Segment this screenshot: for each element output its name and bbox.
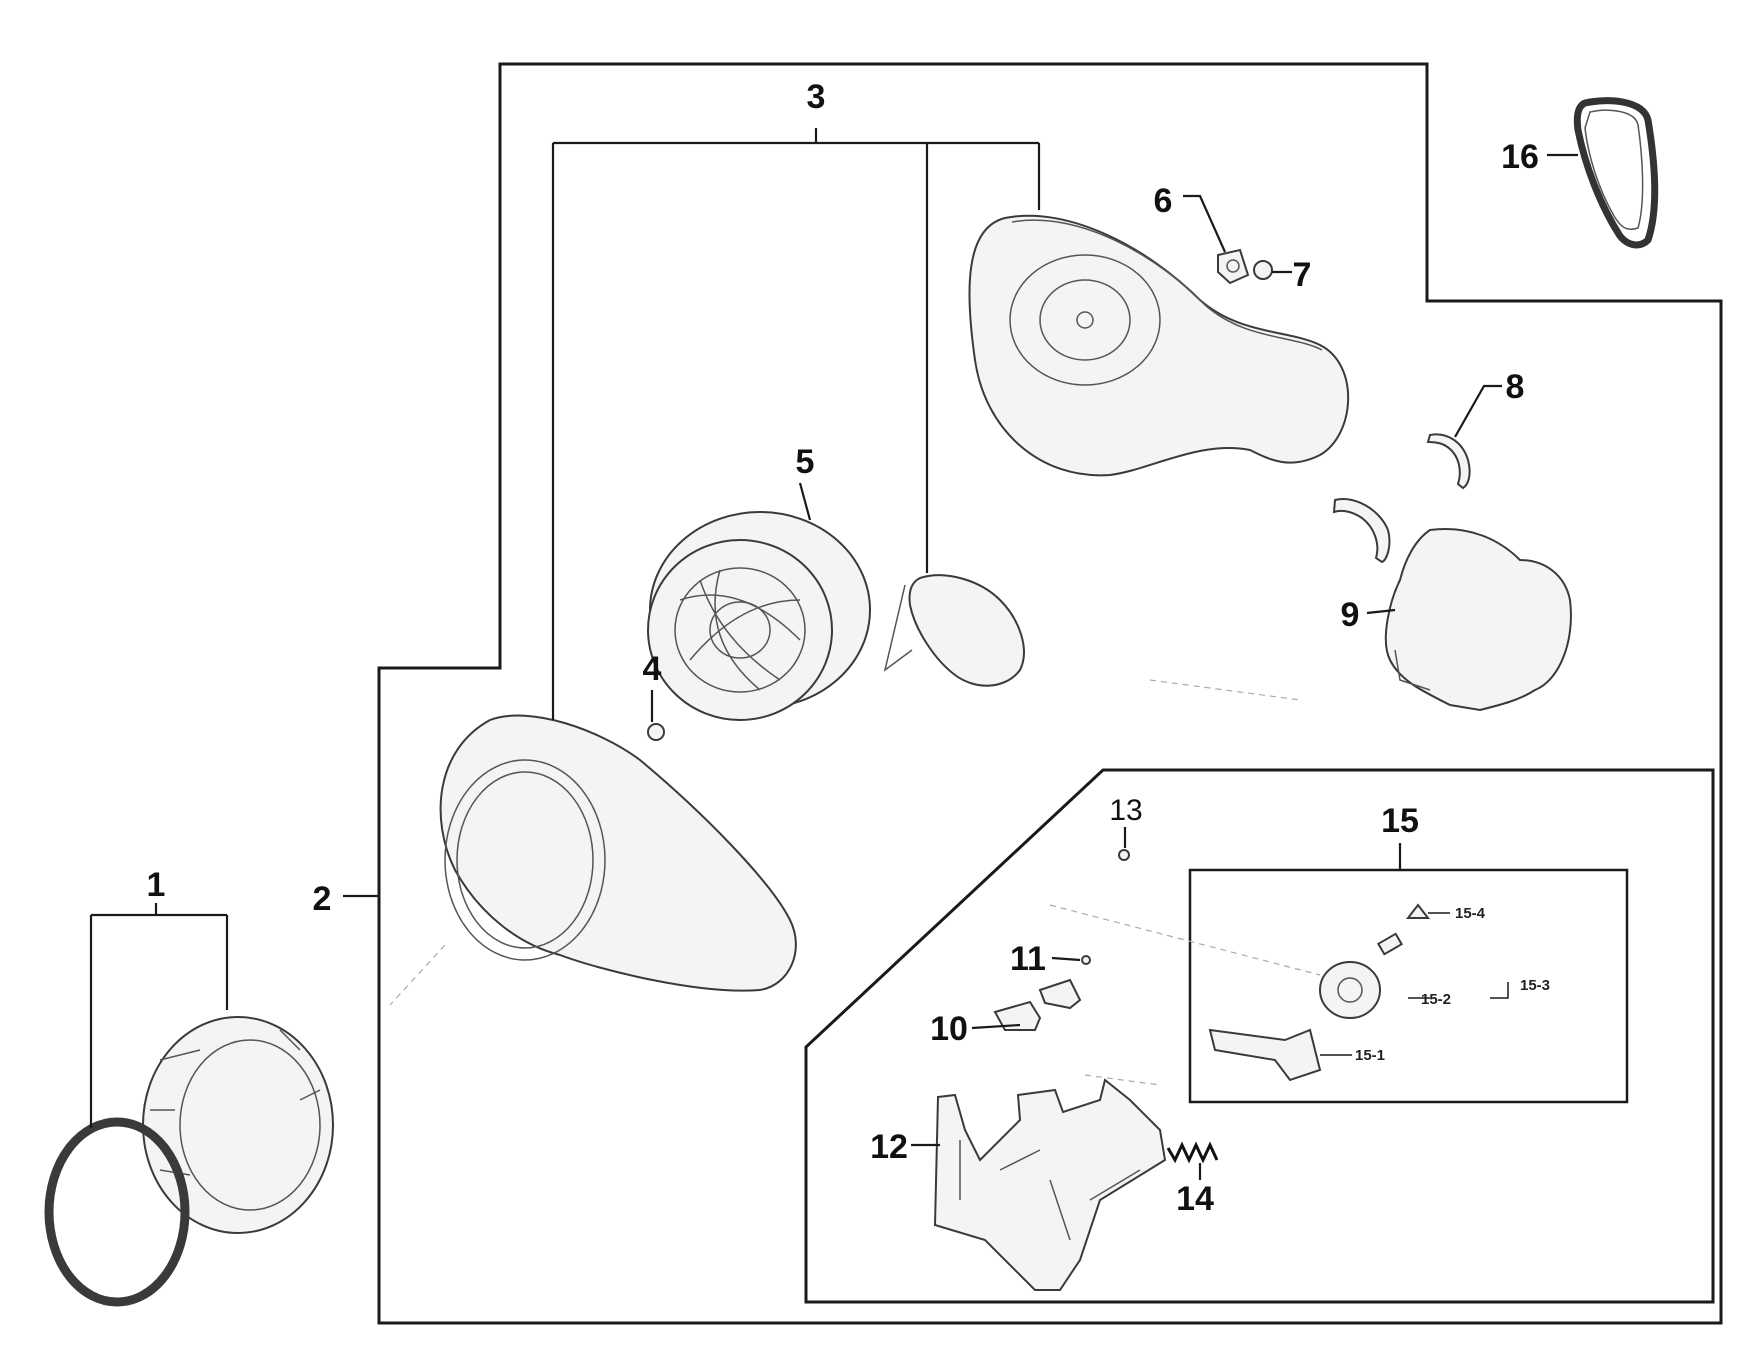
part-12-motor-mount-bracket [933,1078,1167,1291]
assembly-outline-frame [377,62,1723,1325]
leader-6 [1183,194,1227,253]
part-7-screw [1253,260,1273,280]
leader-3 [551,128,1041,720]
callout-11: 11 [1010,940,1046,978]
part-14-spring [1166,1141,1219,1164]
idler-subassembly-frame [804,768,1715,1304]
callout-15: 15 [1381,802,1419,840]
alignment-line [1084,1074,1161,1086]
callout-15-4: 15-4 [1455,905,1486,922]
callout-5: 5 [796,443,815,481]
alignment-line [1049,904,1321,976]
leader-5 [798,482,812,521]
leader-9 [1366,608,1396,615]
leader-15-3 [1490,982,1509,999]
callout-15-2: 15-2 [1421,991,1451,1008]
leader-11 [1051,956,1081,962]
idler-kit-box [1188,868,1629,1104]
part-4-nut [647,723,665,741]
callout-14: 14 [1176,1180,1214,1218]
part-1-ring-seal [44,1117,190,1307]
callout-15-3: 15-3 [1520,977,1550,994]
part-8-clip [1426,433,1471,490]
callout-1: 1 [147,866,166,904]
callout-12: 12 [870,1128,908,1166]
part-2-blower-housing [439,714,797,992]
part-15-idler-assembly [1208,903,1431,1082]
part-6-bracket-clip [1217,248,1250,285]
part-3-duct-piece [883,574,1025,687]
part-9-motor [1384,528,1572,712]
part-11-screw-and-bracket [1038,955,1091,1010]
leader-8 [1454,384,1502,438]
part-5-blower-wheel [647,511,871,721]
alignment-line [1149,679,1301,701]
part-9-clip [1332,498,1391,564]
callout-16: 16 [1501,138,1539,176]
callout-8: 8 [1506,368,1525,406]
part-13-screw [1118,849,1130,861]
leader-1 [89,903,229,1128]
callout-10: 10 [930,1010,968,1048]
callout-6: 6 [1154,182,1173,220]
part-1-duct-ring [142,1016,334,1234]
part-3-drum-cover [968,214,1350,477]
callout-15-1: 15-1 [1355,1047,1385,1064]
callout-3: 3 [807,78,826,116]
callout-4: 4 [643,650,662,688]
callout-13: 13 [1109,794,1142,827]
callout-9: 9 [1341,596,1360,634]
alignment-line [389,944,446,1006]
callout-2: 2 [313,880,332,918]
leader-10 [971,1023,1021,1030]
callout-7: 7 [1293,256,1312,294]
part-16-belt [1573,97,1659,249]
